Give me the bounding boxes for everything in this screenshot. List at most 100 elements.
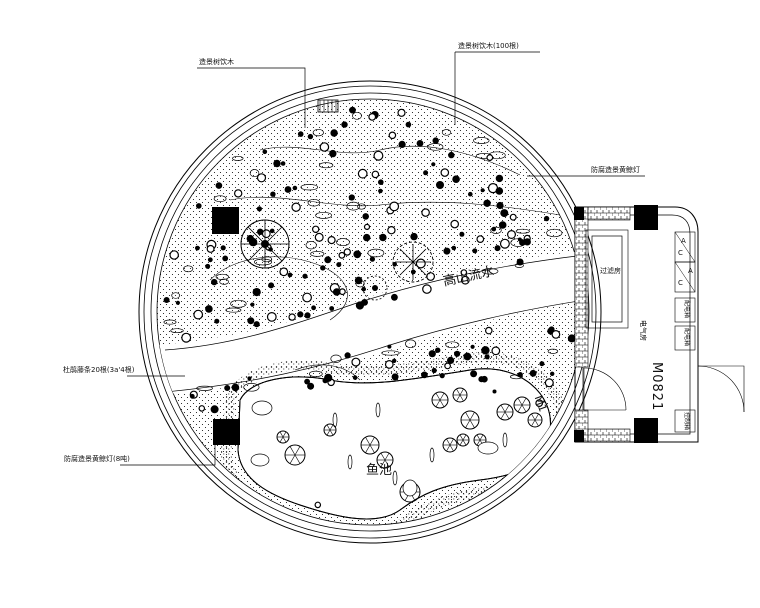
shrub-symbol <box>196 203 202 209</box>
shrub-symbol <box>470 370 478 378</box>
shrub-symbol <box>195 245 200 251</box>
shrub-symbol <box>514 263 524 268</box>
shrub-symbol <box>273 159 281 168</box>
shrub-symbol <box>266 312 277 322</box>
shrub-symbol <box>516 258 524 266</box>
shrub-symbol <box>357 203 366 210</box>
shrub-symbol <box>330 129 338 137</box>
feature-tree-center <box>392 241 434 283</box>
annotation-leaders <box>120 51 645 466</box>
shrub-symbol <box>308 370 323 378</box>
shrub-symbol <box>544 378 554 388</box>
shrub-symbol <box>500 209 509 218</box>
shrub-symbol <box>252 288 261 297</box>
shrub-symbol <box>302 273 308 279</box>
shrub-symbol <box>354 276 363 285</box>
shrub-symbol <box>490 226 502 234</box>
shrub-symbol <box>543 215 550 222</box>
shrub-symbol <box>470 344 475 349</box>
shrub-symbol <box>539 361 545 367</box>
shrub-symbol <box>318 162 334 169</box>
shrub-symbol <box>548 326 555 333</box>
pond-plant-spoke <box>279 436 284 443</box>
shrub-symbol <box>214 318 220 324</box>
pond-plant-spoke <box>282 436 287 443</box>
shrub-symbol <box>343 248 351 256</box>
pond-plant-spoke <box>456 388 461 396</box>
shrub-symbol <box>484 326 493 335</box>
pond-stone <box>250 453 270 467</box>
pond-plant-spoke <box>500 404 506 413</box>
shrub-symbol <box>249 169 260 178</box>
pond-plant-spoke <box>380 459 386 468</box>
pond-plant-spoke <box>435 392 441 401</box>
pond-plant-spoke <box>459 439 464 446</box>
shrub-symbol <box>332 288 341 296</box>
pond-plant-spoke <box>469 412 475 421</box>
shrub-symbol <box>496 201 504 210</box>
shrub-symbol <box>198 405 206 412</box>
shrub-symbol <box>436 181 444 189</box>
pond-plant-spoke <box>500 411 506 420</box>
shrub-symbol <box>324 256 332 264</box>
pond-plant-spoke <box>369 444 375 453</box>
shrub-symbol <box>361 286 367 292</box>
pond-plant-spoke <box>384 452 390 461</box>
shrub-symbol <box>253 321 260 328</box>
shrub-symbol <box>307 133 314 140</box>
shrub-symbol <box>314 232 324 242</box>
pond-plant-spoke <box>469 419 475 428</box>
label-tree-top-left: 造景树饮木 <box>199 58 234 66</box>
shrub-symbol <box>320 265 326 271</box>
pond-plant-spoke <box>459 388 464 396</box>
shrub-symbol <box>355 301 364 310</box>
shrub-symbol <box>205 305 213 313</box>
shrub-symbol <box>219 278 229 285</box>
shrub-symbol <box>459 231 465 237</box>
shrub-symbol <box>268 282 275 289</box>
shrub-symbol <box>307 382 315 390</box>
column-upper-left <box>212 207 239 234</box>
shrub-symbol <box>495 174 504 183</box>
shrub-symbol <box>352 111 362 120</box>
shrub-symbol <box>481 268 499 275</box>
pond-plant-spoke <box>326 424 331 431</box>
shrub-symbol <box>421 208 430 217</box>
shrub-symbol <box>387 225 396 235</box>
shrub-symbol <box>481 375 488 383</box>
shrub-symbol <box>307 198 321 207</box>
shrub-symbol <box>476 235 485 244</box>
shrub-symbol <box>213 195 227 203</box>
shrub-symbol <box>302 292 313 303</box>
shrub-symbol <box>392 358 397 363</box>
shrub-symbol <box>378 179 384 185</box>
shrub-symbol <box>472 248 478 254</box>
shrub-symbol <box>220 245 226 251</box>
shrub-symbol <box>207 257 213 263</box>
shrub-symbol <box>327 236 336 245</box>
shrub-symbol <box>287 272 293 278</box>
shrub-symbol <box>262 149 268 155</box>
pond-plant-spoke <box>504 411 510 420</box>
shrub-symbol <box>312 128 324 137</box>
shrub-symbol <box>410 232 418 241</box>
pond-plant-spoke <box>384 459 390 468</box>
shrub-symbol <box>196 385 213 391</box>
equipment-box-c2: C <box>678 279 683 287</box>
shrub-symbol <box>388 131 397 140</box>
feature-tree-small <box>362 275 388 301</box>
label-tree-top-center: 造景树饮木(100根) <box>458 42 519 50</box>
shrub-symbol <box>432 137 439 144</box>
shrub-symbol <box>163 319 177 325</box>
shrub-symbol <box>529 369 537 377</box>
shrub-symbol <box>519 239 526 246</box>
pond-plant-spoke <box>462 439 467 446</box>
shrub-symbol <box>257 228 264 235</box>
shrub-symbol <box>171 292 181 299</box>
shrub-symbol <box>484 354 490 360</box>
label-fish-pond: 鱼池 <box>366 463 393 478</box>
pond-plant-spoke <box>531 413 536 421</box>
shrub-symbol <box>225 307 242 313</box>
shrub-symbol <box>440 168 450 177</box>
shrub-symbol <box>415 258 426 269</box>
